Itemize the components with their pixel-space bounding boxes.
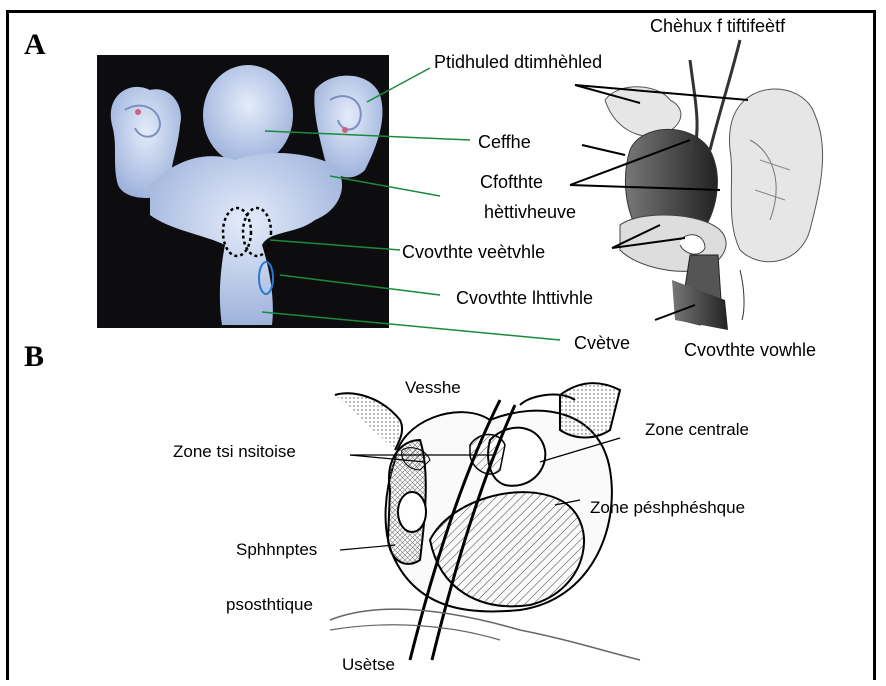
label-sphincter-2: psosthtique [226,595,313,615]
schematic-drawing [605,40,823,330]
label-urethra-a: Cvètve [574,333,630,354]
label-seminal-vesicle: Ptidhuled dtimhèhled [434,52,602,73]
label-bladder: Ceffhe [478,132,531,153]
label-zone-peripherique: Zone péshphéshque [590,498,745,518]
label-dorsal-prostate: Cvovthte vowhle [684,340,816,361]
label-vessie: Vesshe [405,378,461,398]
prostate-section [330,383,640,660]
label-lateral-prostate: Cvovthte lhttivhle [456,288,593,309]
specimen-photo [97,55,389,328]
label-ventral-prostate: Cvovthte veètvhle [402,242,545,263]
label-seminal-right: Chèhux f tiftifeètf [650,16,785,37]
label-prostate-2: hèttivheuve [484,202,576,223]
label-prostate: Cfofthte [480,172,543,193]
label-zone-centrale: Zone centrale [645,420,749,440]
label-uretre: Usètse [342,655,395,675]
label-zone-transition: Zone tsi nsitoise [173,442,296,462]
label-sphincter: Sphhnptes [236,540,317,560]
